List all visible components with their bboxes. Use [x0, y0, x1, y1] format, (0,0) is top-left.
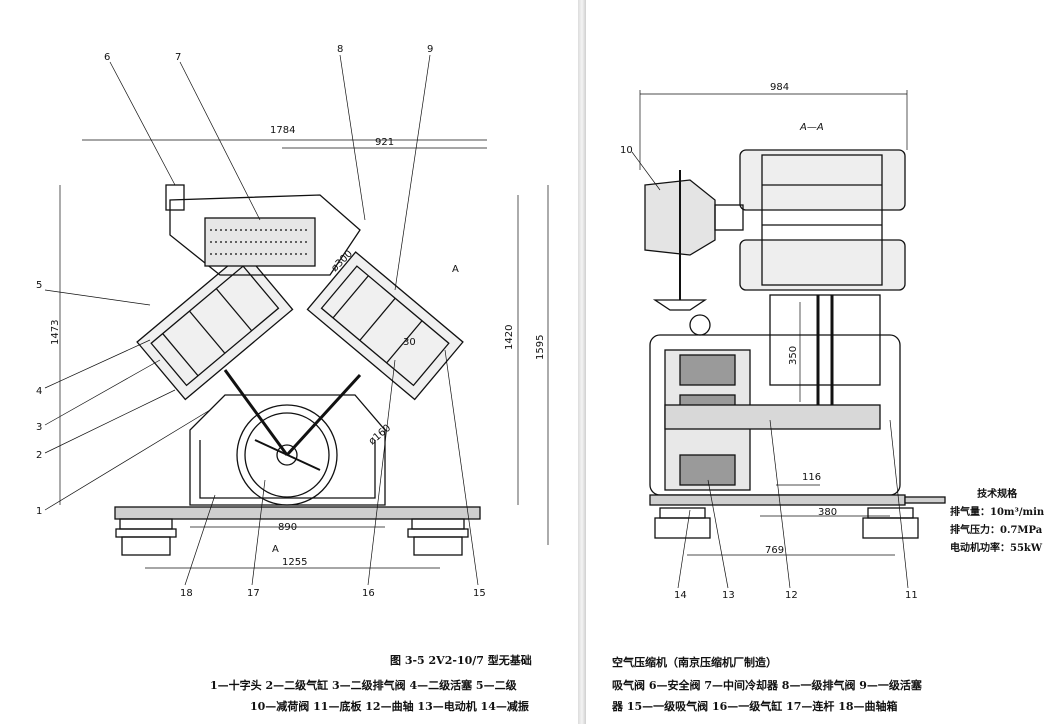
vibration-mount [115, 518, 177, 556]
dimension-lines [59, 139, 549, 569]
dim-890: 890 [278, 522, 297, 533]
callout-3: 3 [36, 422, 42, 433]
dim-921: 921 [375, 137, 394, 148]
left-legend-line-1: 1—十字头 2—二级气缸 3—二级排气阀 4—二级活塞 5—二级 [210, 679, 517, 692]
top-cooler [739, 149, 906, 211]
vibration-mount [862, 507, 919, 539]
dim-1473: 1473 [50, 320, 61, 345]
callout-1: 1 [36, 506, 42, 517]
callout-5: 5 [36, 280, 42, 291]
page-gutter [578, 0, 586, 724]
left-page [0, 0, 578, 724]
callout-10: 10 [620, 145, 633, 156]
dim-1255: 1255 [282, 557, 307, 568]
right-compressor-drawing [631, 90, 946, 589]
callout-2: 2 [36, 450, 42, 461]
technical-specs: 技术规格 排气量：10m³/min 排气压力：0.7MPa 电动机功率：55kW [950, 486, 1044, 558]
callout-11: 11 [905, 590, 918, 601]
spec-row: 电动机功率：55kW [950, 543, 1043, 554]
dim-1595: 1595 [535, 335, 546, 360]
dim-30: 30 [403, 337, 416, 348]
dim-984: 984 [770, 82, 789, 93]
callout-9: 9 [427, 44, 433, 55]
dim-116: 116 [802, 472, 821, 483]
right-figure-caption: 空气压缩机（南京压缩机厂制造） [612, 656, 777, 669]
base-plate [114, 506, 481, 520]
callout-14: 14 [674, 590, 687, 601]
specs-title: 技术规格 [977, 489, 1018, 500]
cylinder-housing [769, 294, 881, 386]
crankcase [189, 394, 386, 506]
vibration-mount [407, 518, 469, 556]
left-cylinder [136, 251, 294, 401]
callout-6: 6 [104, 52, 110, 63]
spec-row: 排气量：10m³/min [950, 507, 1045, 518]
section-mark-bottom: A [272, 544, 279, 555]
right-labels: 984 A—A 350 116 380 769 10 14 13 12 11 [620, 82, 918, 601]
spec-row: 排气压力：0.7MPa [950, 525, 1043, 536]
right-dimension-lines [639, 90, 908, 556]
dim-350: 350 [788, 346, 799, 365]
left-legend-line-2: 10—减荷阀 11—底板 12—曲轴 13—电动机 14—减振 [250, 700, 529, 713]
dim-769: 769 [765, 545, 784, 556]
callout-12: 12 [785, 590, 798, 601]
dim-1784: 1784 [270, 125, 295, 136]
right-legend-line-2: 器 15—一级吸气阀 16—一级气缸 17—连杆 18—曲轴箱 [612, 700, 898, 713]
dim-1420: 1420 [504, 325, 515, 350]
section-title: A—A [799, 122, 824, 133]
callout-17: 17 [247, 588, 260, 599]
dim-d160: ø160 [367, 423, 393, 448]
safety-valve [165, 184, 185, 211]
callout-4: 4 [36, 386, 42, 397]
callout-16: 16 [362, 588, 375, 599]
right-callout-leaders [631, 151, 909, 589]
crankshaft [664, 404, 881, 430]
left-figure-caption: 图 3-5 2V2-10/7 型无基础 [390, 654, 532, 667]
callout-15: 15 [473, 588, 486, 599]
intercooler-housing [169, 194, 361, 276]
callout-8: 8 [337, 44, 343, 55]
dim-380: 380 [818, 507, 837, 518]
section-mark-top: A [452, 264, 459, 275]
vibration-mount [654, 507, 711, 539]
right-legend-line-1: 吸气阀 6—安全阀 7—中间冷却器 8—一级排气阀 9—一级活塞 [612, 679, 922, 692]
right-cylinder [306, 251, 464, 401]
left-compressor-drawing [44, 54, 549, 586]
callout-7: 7 [175, 52, 181, 63]
callout-18: 18 [180, 588, 193, 599]
callout-leaders [44, 54, 479, 586]
right-base-plate [649, 494, 906, 506]
crank-circle [236, 404, 338, 506]
callout-13: 13 [722, 590, 735, 601]
